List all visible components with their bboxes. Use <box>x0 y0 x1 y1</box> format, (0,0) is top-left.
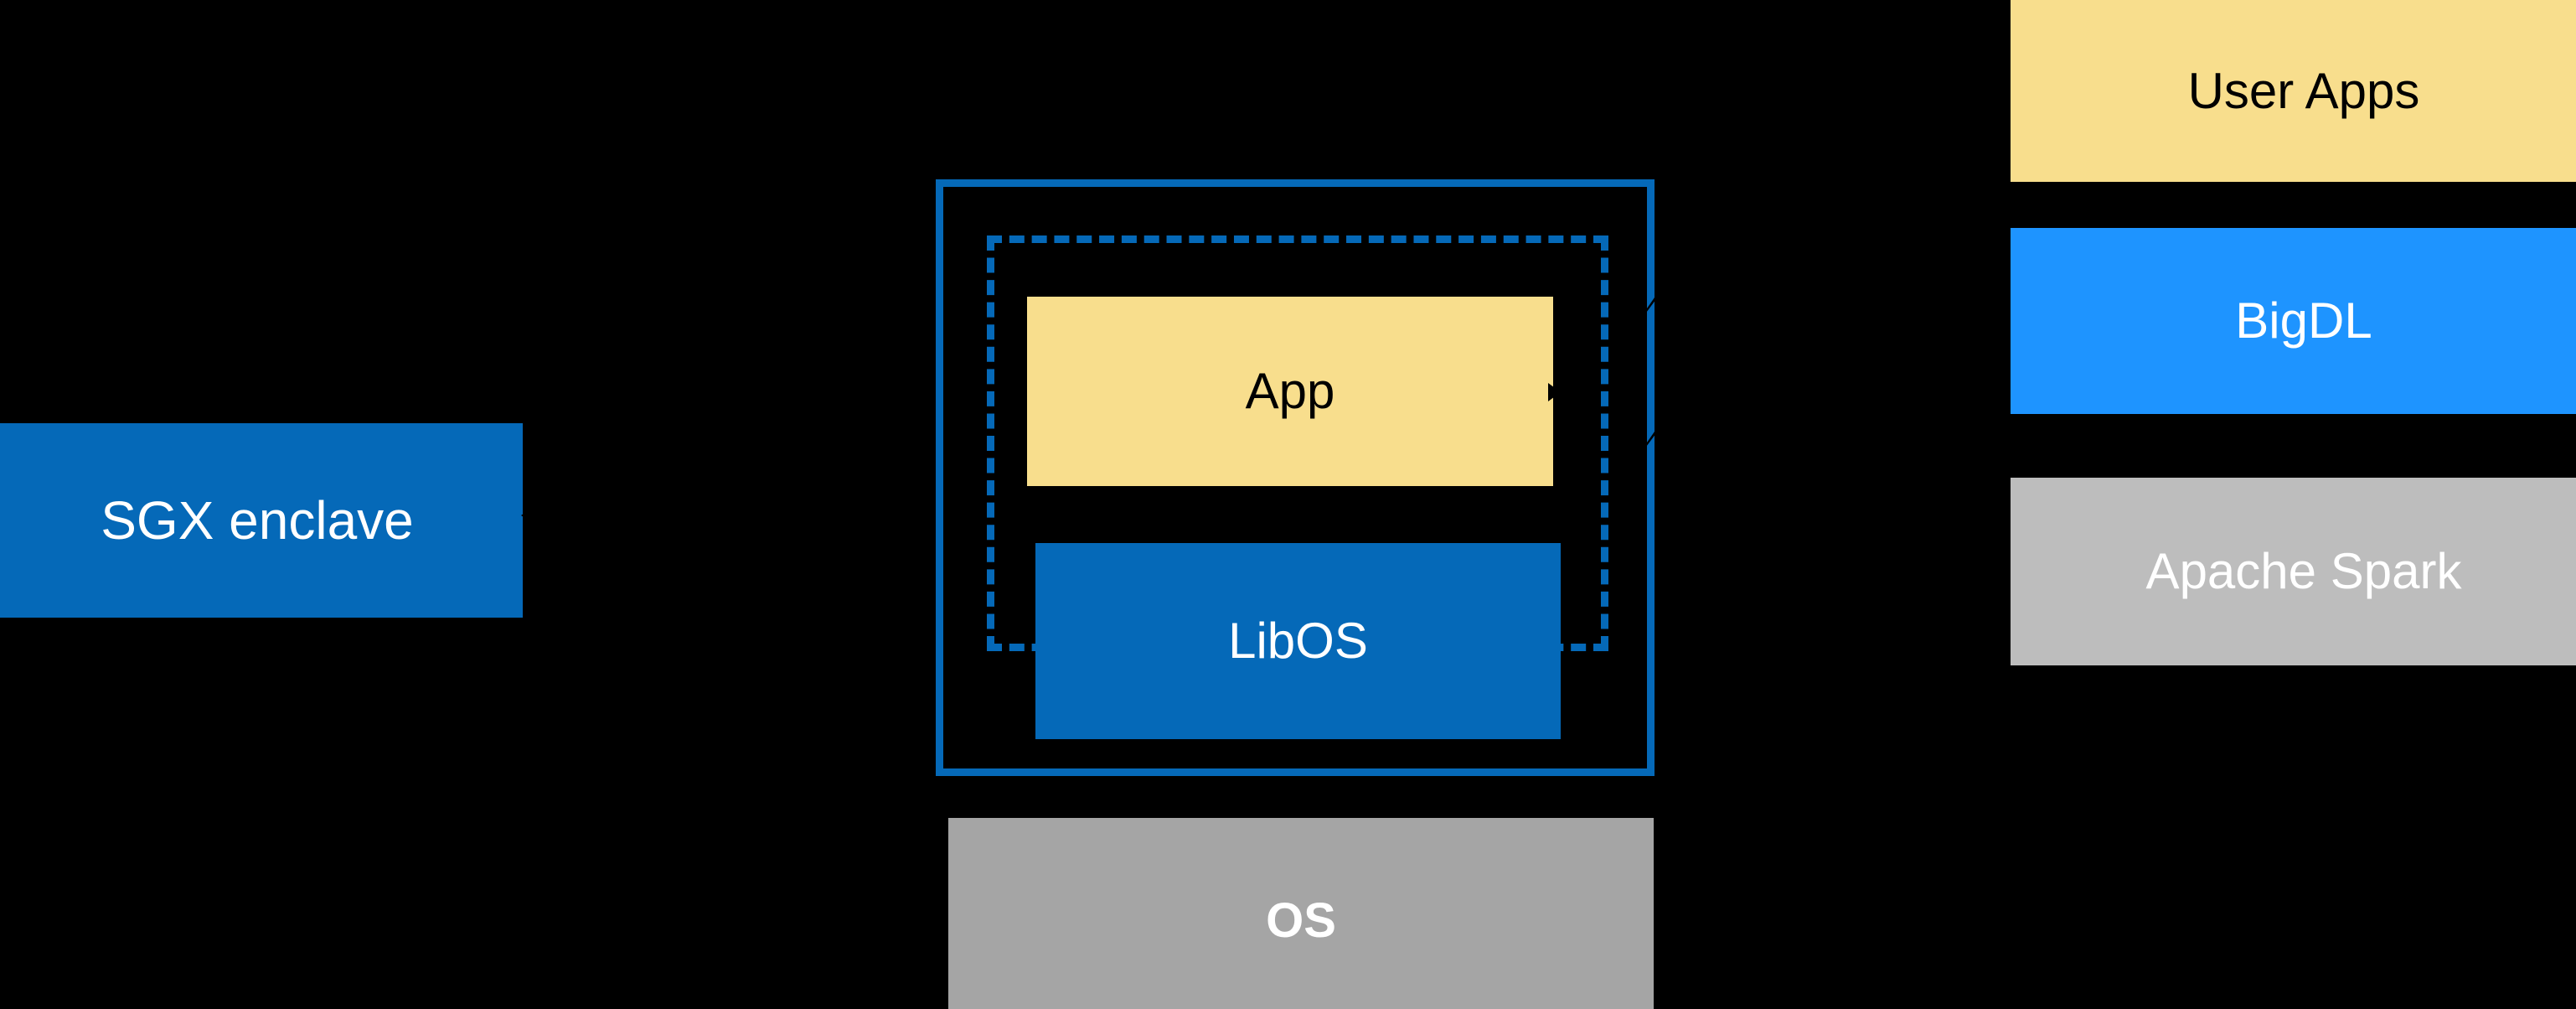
app-box: App <box>1027 297 1553 486</box>
sgx-enclave-box: SGX enclave <box>0 423 523 618</box>
os-box: OS <box>948 818 1654 1009</box>
user-apps-box: User Apps <box>2011 0 2576 182</box>
apache-spark-box: Apache Spark <box>2011 478 2576 665</box>
libos-box: LibOS <box>1035 543 1561 739</box>
sgx-enclave-arrow-icon <box>521 506 534 525</box>
bigdl-box: BigDL <box>2011 228 2576 414</box>
enclave-container-outline <box>936 179 1655 776</box>
